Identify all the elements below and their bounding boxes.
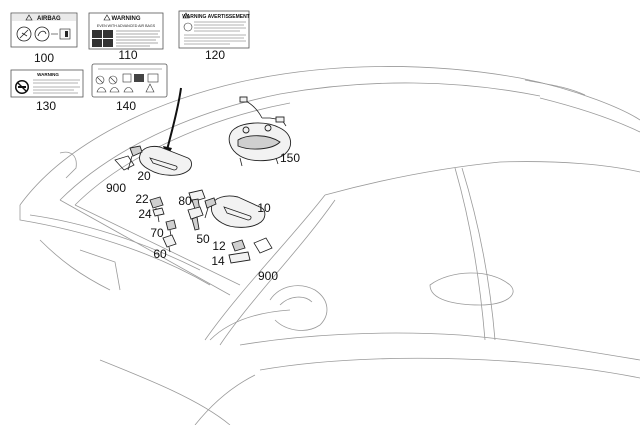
bracket-900-left [114,155,135,171]
sun-visor-left-20 [127,145,192,176]
warning-label-120: WARNING AVERTISSEMENT [178,10,250,49]
warning-label-line: EVEN WITH ADVANCED AIR BAGS [97,24,156,28]
cover-14 [228,251,251,264]
hook-60 [162,234,177,253]
callout-10: 10 [257,201,271,215]
screw-24 [152,207,165,223]
airbag-label-100: AIRBAG [10,12,78,48]
callout-24: 24 [138,207,152,221]
callout-20: 20 [137,169,151,183]
callout-140: 140 [116,99,136,113]
clip-12 [231,239,246,252]
callout-100: 100 [34,51,54,65]
sun-visor-right-10 [204,195,266,228]
callout-900-right: 900 [258,269,278,283]
callout-22: 22 [135,192,149,206]
bracket-70 [165,219,177,237]
callout-130: 130 [36,99,56,113]
warning-label-110: WARNING EVEN WITH ADVANCED AIR BAGS [88,12,164,50]
retainer-50 [187,206,204,231]
callout-12: 12 [212,239,226,253]
callout-60: 60 [153,247,167,261]
callout-70: 70 [150,226,164,240]
callout-50: 50 [196,232,210,246]
callout-110: 110 [118,48,137,62]
warning-label-130-title: WARNING [37,72,59,77]
warning-label-title: WARNING [112,16,141,22]
warning-label-130: WARNING [10,69,84,98]
vehicle-body-outline [19,66,640,425]
leader-arrow [163,87,182,158]
callout-14: 14 [211,254,225,268]
callout-80: 80 [178,194,192,208]
callout-150: 150 [280,151,300,165]
airbag-label-title: AIRBAG [37,16,61,22]
label-140 [91,63,168,98]
overhead-console-150 [228,96,291,167]
bracket-900-right [253,237,273,254]
holder-80 [188,189,206,213]
callout-900-left: 900 [106,181,126,195]
callout-120: 120 [205,48,225,62]
bilingual-label-title: WARNING AVERTISSEMENT [182,14,250,20]
